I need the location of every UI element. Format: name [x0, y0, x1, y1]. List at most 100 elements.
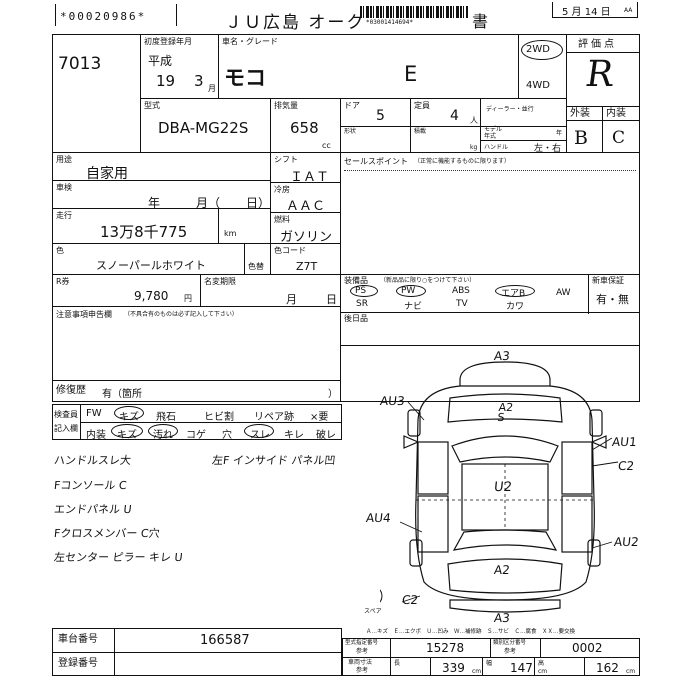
category-number: 0002 [572, 641, 603, 655]
check-required: ×要 [310, 412, 329, 423]
shift-value: ＩＡＴ [290, 170, 330, 185]
diagram-mark-spare: C2 [401, 593, 419, 607]
model-year-unit: 年 [556, 130, 563, 137]
exterior-score: B [574, 127, 588, 149]
check-fw: FW [86, 408, 102, 419]
width-label: 幅 [486, 660, 493, 667]
ac-label: 冷房 [274, 185, 290, 194]
inspection-label: 車検 [56, 183, 72, 192]
equip-aw: AW [556, 288, 571, 298]
diagram-mark-right-front: AU1 [611, 435, 638, 449]
title-suffix: 書 [472, 12, 489, 31]
barcode [360, 6, 468, 18]
diagram-mark-roof: U2 [493, 480, 513, 495]
diagram-mark-front-bumper: A3 [493, 349, 511, 363]
check-wear: スレ [250, 430, 270, 441]
inspection-month: 月（ [196, 196, 221, 210]
diagram-mark-left-front: AU3 [379, 394, 406, 408]
note-line-4: エンドパネル U [53, 503, 133, 516]
sales-point-rule [344, 170, 636, 171]
rear-window [452, 529, 558, 551]
equipment-sub: （新品品に限り○をつけて下さい） [380, 277, 476, 284]
first-reg-month: 3 [194, 72, 204, 90]
note-line-6: 左センター ピラー キレ U [53, 551, 184, 564]
rating-label: 評価点 [578, 39, 617, 50]
interior-label: 内装 [606, 108, 626, 119]
check-scratch: キズ [119, 412, 139, 423]
damage-legend: Ａ…キズ Ｅ…エクボ Ｕ…凹み Ｗ…補修跡 Ｓ…サビ Ｃ…腐食 ＸＸ…要交換 [366, 629, 576, 635]
spare-tire [380, 589, 383, 603]
category-sub: 参考 [504, 648, 517, 655]
check-dirt: 汚れ [153, 430, 173, 441]
notes-label: 注意事項申告欄 [56, 310, 112, 319]
check-hole: 穴 [222, 430, 232, 441]
hood [447, 393, 563, 423]
capacity: 4 [450, 108, 459, 124]
car-model: モコ [224, 66, 266, 90]
drive-4wd: 4WD [526, 80, 550, 91]
chassis-label: 車台番号 [58, 634, 98, 645]
mileage-unit: km [224, 229, 237, 238]
equip-leather: カワ [506, 302, 525, 312]
name-change-day: 日 [326, 293, 337, 306]
height-label: 高 [538, 660, 545, 667]
diagram-mark-rear-bumper: A3 [493, 611, 511, 625]
capacity-label: 定員 [414, 101, 430, 110]
first-reg-month-unit: 月 [208, 84, 216, 93]
new-guarantee-value: 有・無 [596, 293, 629, 306]
exterior-label: 外装 [570, 108, 590, 119]
sheet-title: ＪＵ広島 オーク [225, 13, 366, 33]
category-label: 類別区分番号 [493, 640, 527, 646]
check-scratch-circle [114, 406, 144, 420]
recycle-unit: 円 [184, 294, 192, 303]
shift-label: シフト [274, 155, 298, 164]
front-left-wheel [407, 409, 421, 437]
check-crack: ヒビ割 [204, 412, 234, 423]
chassis-number: 166587 [200, 633, 250, 648]
spare-label: スペア [364, 608, 382, 615]
use-label: 用途 [56, 155, 72, 164]
use-value: 自家用 [86, 166, 128, 182]
note-line-5: Fクロスメンバー C穴 [53, 527, 161, 540]
shape-label: 形状 [344, 128, 357, 135]
equip-airbag-circle [495, 285, 535, 297]
color-code-label: 色コード [274, 246, 306, 255]
capacity-unit: 人 [470, 116, 478, 125]
color-value: スノーパールホワイト [96, 259, 206, 272]
new-guarantee-label: 新車保証 [592, 276, 624, 285]
drive-2wd-circle [521, 40, 563, 60]
sales-point-sub: （正常に機能するものに限ります） [414, 158, 511, 165]
equip-pw: PW [401, 286, 416, 296]
dimensions-label: 車両寸法 [348, 659, 373, 666]
left-front-door [417, 441, 449, 495]
dealer-label: ディーラー・並行 [486, 106, 534, 113]
color-label: 色 [56, 246, 64, 255]
width-unit: cm [538, 668, 548, 675]
doors-label: ドア [344, 101, 360, 110]
diagram-mark-left-rear: AU4 [365, 511, 392, 525]
sales-point-label: セールスポイント [344, 157, 408, 166]
stock-number: *00020986* [60, 10, 147, 23]
mileage-value: 13万8千775 [100, 223, 188, 241]
right-rear-door [561, 495, 593, 553]
front-right-wheel [589, 409, 603, 437]
check-burn: コゲ [186, 430, 206, 441]
diagram-mark-right-rear: AU2 [613, 535, 640, 549]
note-line-2: 左F インサイド パネル凹 [211, 454, 337, 467]
diagram-mark-hood: A2 S [496, 401, 514, 424]
barcode-text: *03001414694* [366, 19, 413, 26]
accessories-label: 後日品 [344, 314, 368, 323]
equip-navi: ナビ [404, 302, 423, 312]
fuel-label: 燃料 [274, 215, 290, 224]
interior-score: C [612, 128, 626, 148]
recycle-value: 9,780 [134, 289, 169, 303]
date-suffix: AA [624, 7, 633, 14]
equip-ps: PS [355, 286, 367, 296]
inspector-label-2: 記入欄 [54, 424, 78, 433]
mileage-label: 走行 [56, 211, 72, 220]
stock-number-box [55, 4, 177, 26]
recycle-label: R券 [56, 277, 70, 286]
type-designation-label: 型式指定番号 [345, 640, 379, 646]
width-value: 147 [510, 661, 533, 675]
load-label: 積載 [414, 128, 427, 135]
